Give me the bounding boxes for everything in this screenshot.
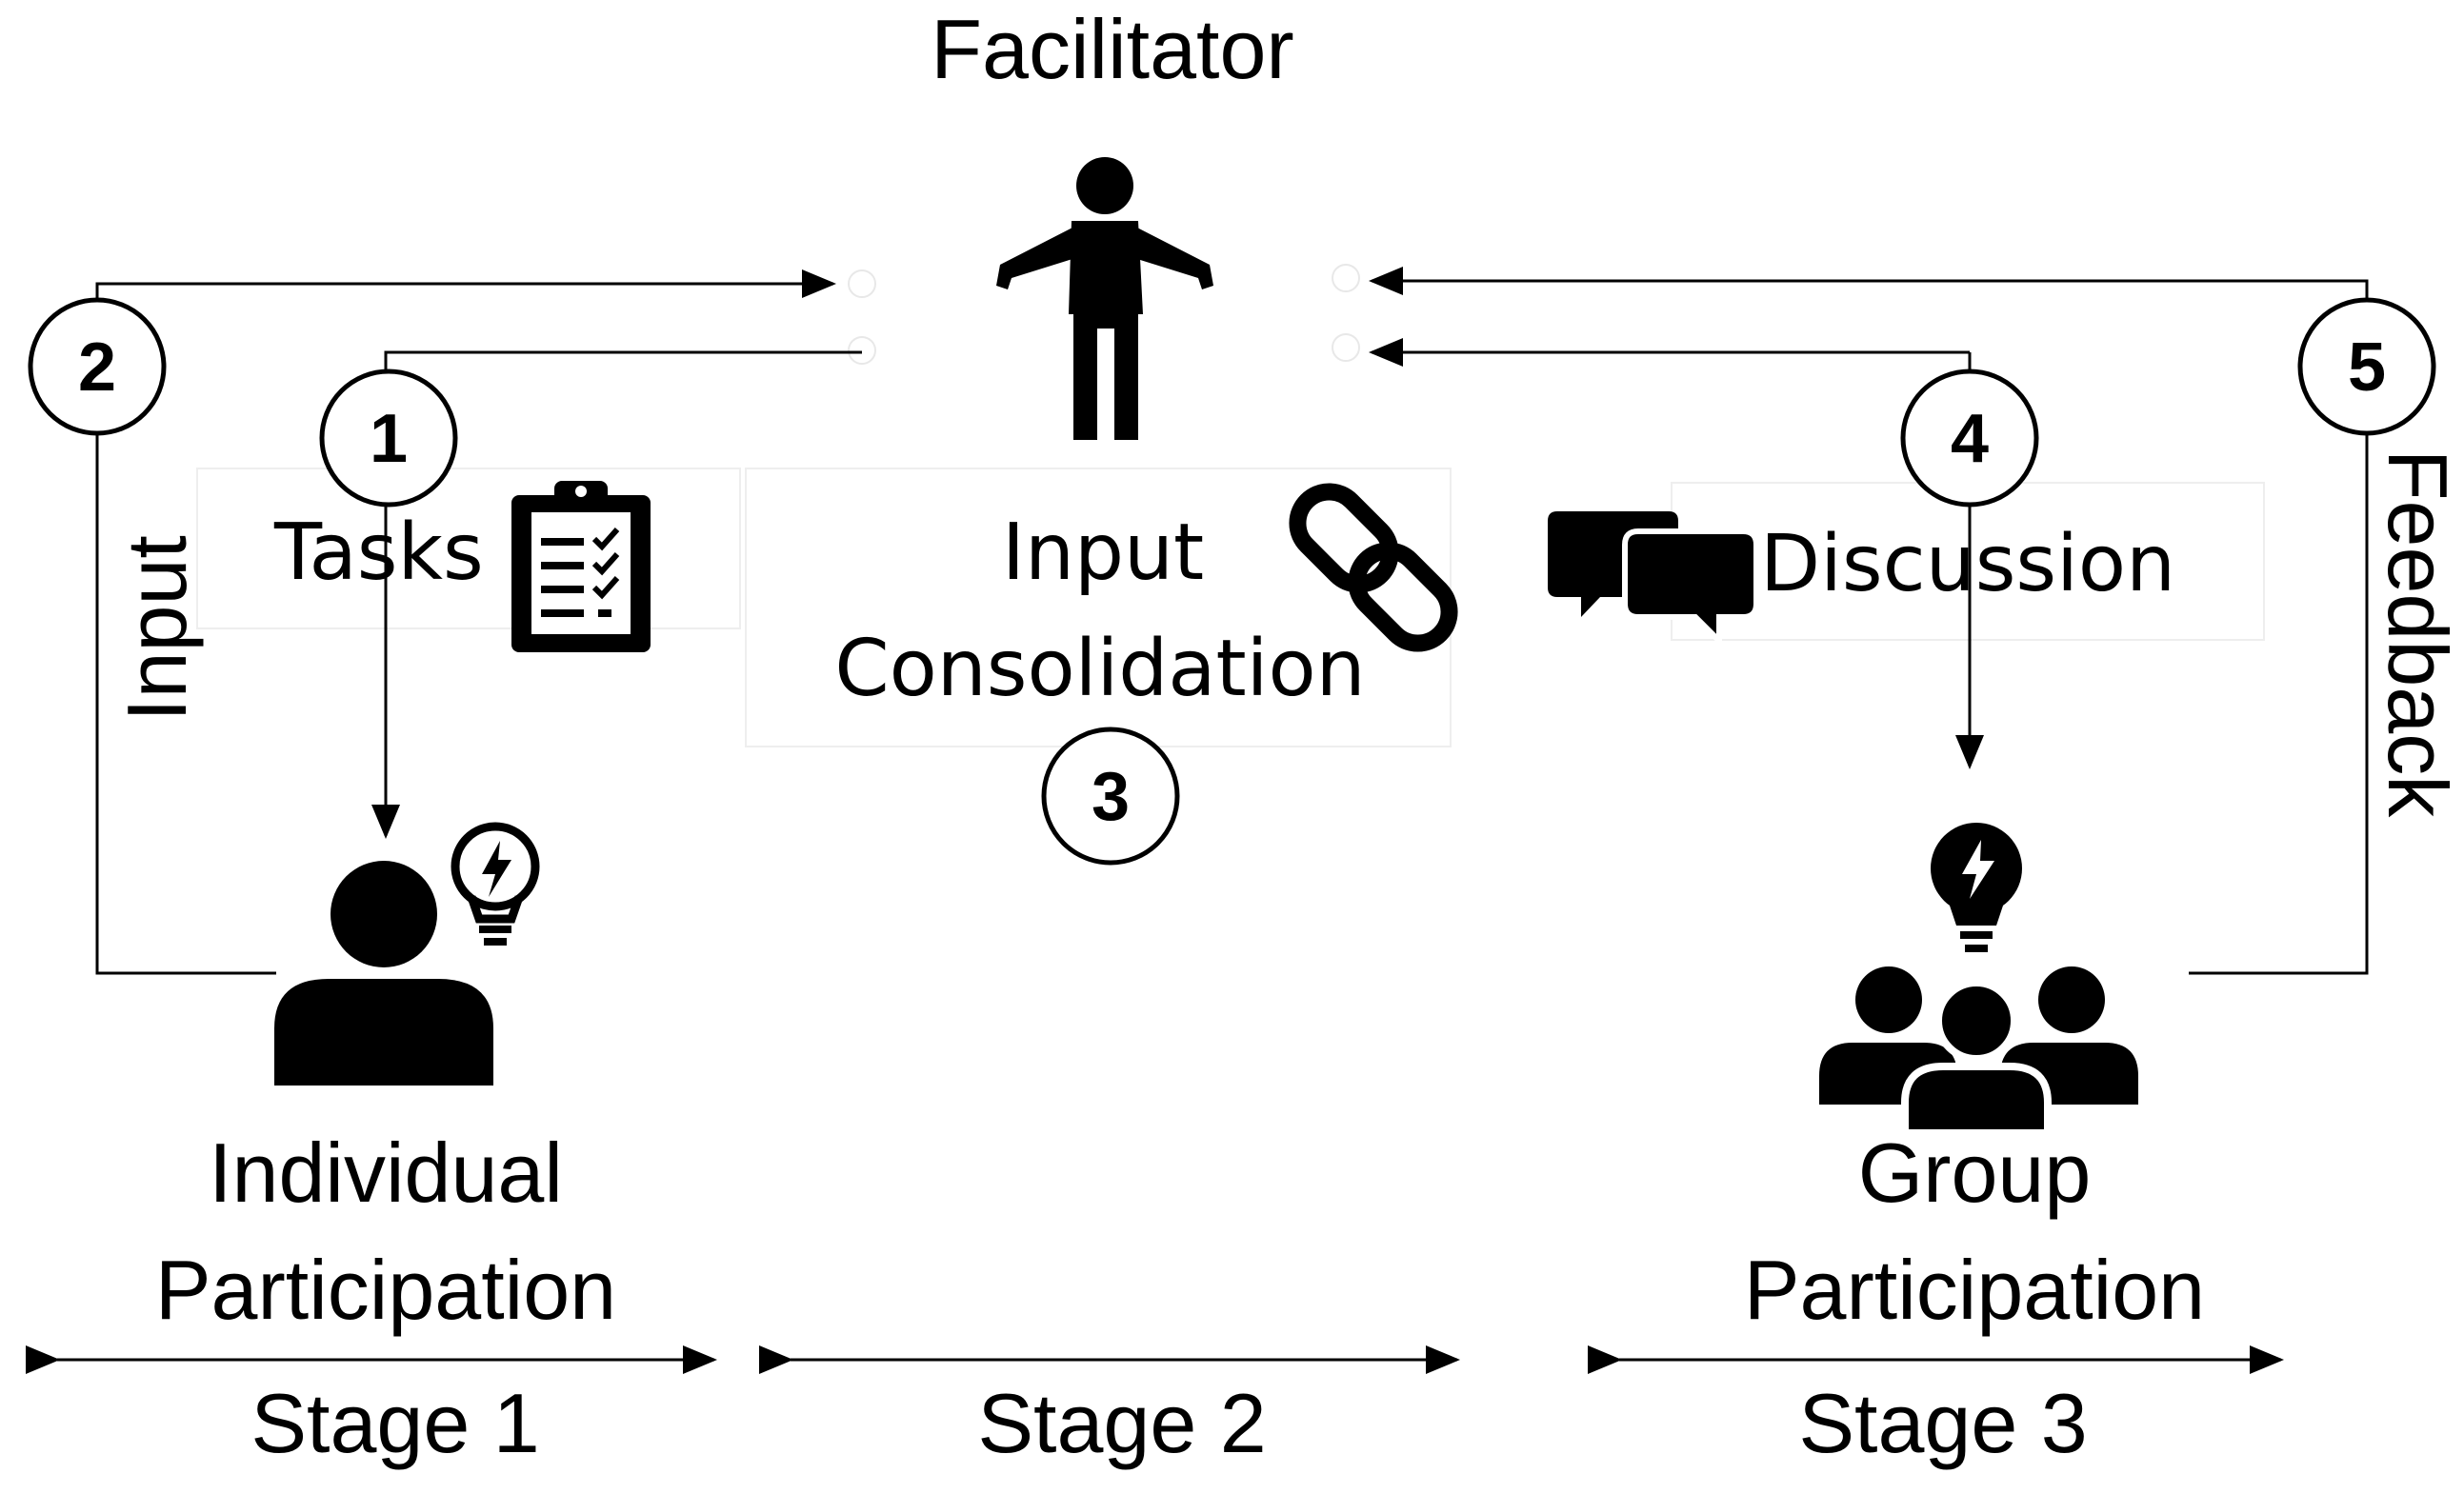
discussion-label: Discussion: [1760, 519, 2175, 609]
group-icon: [1819, 966, 2138, 1137]
step-4-number: 4: [1951, 401, 1989, 477]
input-flow-line: [95, 269, 836, 975]
step-2-marker: 2: [28, 297, 167, 436]
chain-link-icon: [1289, 483, 1458, 652]
stage-2-label: Stage 2: [977, 1376, 1266, 1470]
lightbulb-icon: [451, 822, 540, 946]
individual-label-line2: Participation: [155, 1243, 616, 1337]
tasks-label: Tasks: [273, 508, 484, 598]
consolidation-label-line1: Input: [1002, 508, 1204, 598]
lightbulb-icon: [1931, 823, 2022, 952]
person-icon: [274, 861, 493, 1086]
stage-3-label: Stage 3: [1798, 1376, 2087, 1470]
step-1-number: 1: [370, 401, 408, 477]
input-label: Input: [110, 535, 204, 722]
stage-1-label: Stage 1: [250, 1376, 539, 1470]
group-label-line1: Group: [1858, 1125, 2092, 1220]
step-3-number: 3: [1092, 759, 1130, 835]
speech-bubbles-icon: [1548, 511, 1759, 648]
tasks-flow-line: [371, 350, 862, 839]
facilitator-label: Facilitator: [931, 2, 1293, 96]
step-3-marker: 3: [1041, 727, 1180, 866]
group-label-line2: Participation: [1744, 1243, 2205, 1337]
connector-dots: [848, 264, 1360, 365]
clipboard-checklist-icon: [511, 481, 651, 652]
step-5-number: 5: [2348, 329, 2386, 406]
feedback-label: Feedback: [2371, 449, 2464, 818]
step-2-number: 2: [78, 329, 116, 406]
step-5-marker: 5: [2297, 297, 2436, 436]
feedback-flow-line: [1369, 267, 2369, 975]
consolidation-label-line2: Consolidation: [834, 624, 1365, 714]
step-4-marker: 4: [1900, 369, 2039, 508]
facilitator-person-icon: [996, 157, 1213, 440]
tasks-label-box: [196, 468, 741, 629]
individual-label-line1: Individual: [209, 1125, 563, 1220]
step-1-marker: 1: [319, 369, 458, 508]
